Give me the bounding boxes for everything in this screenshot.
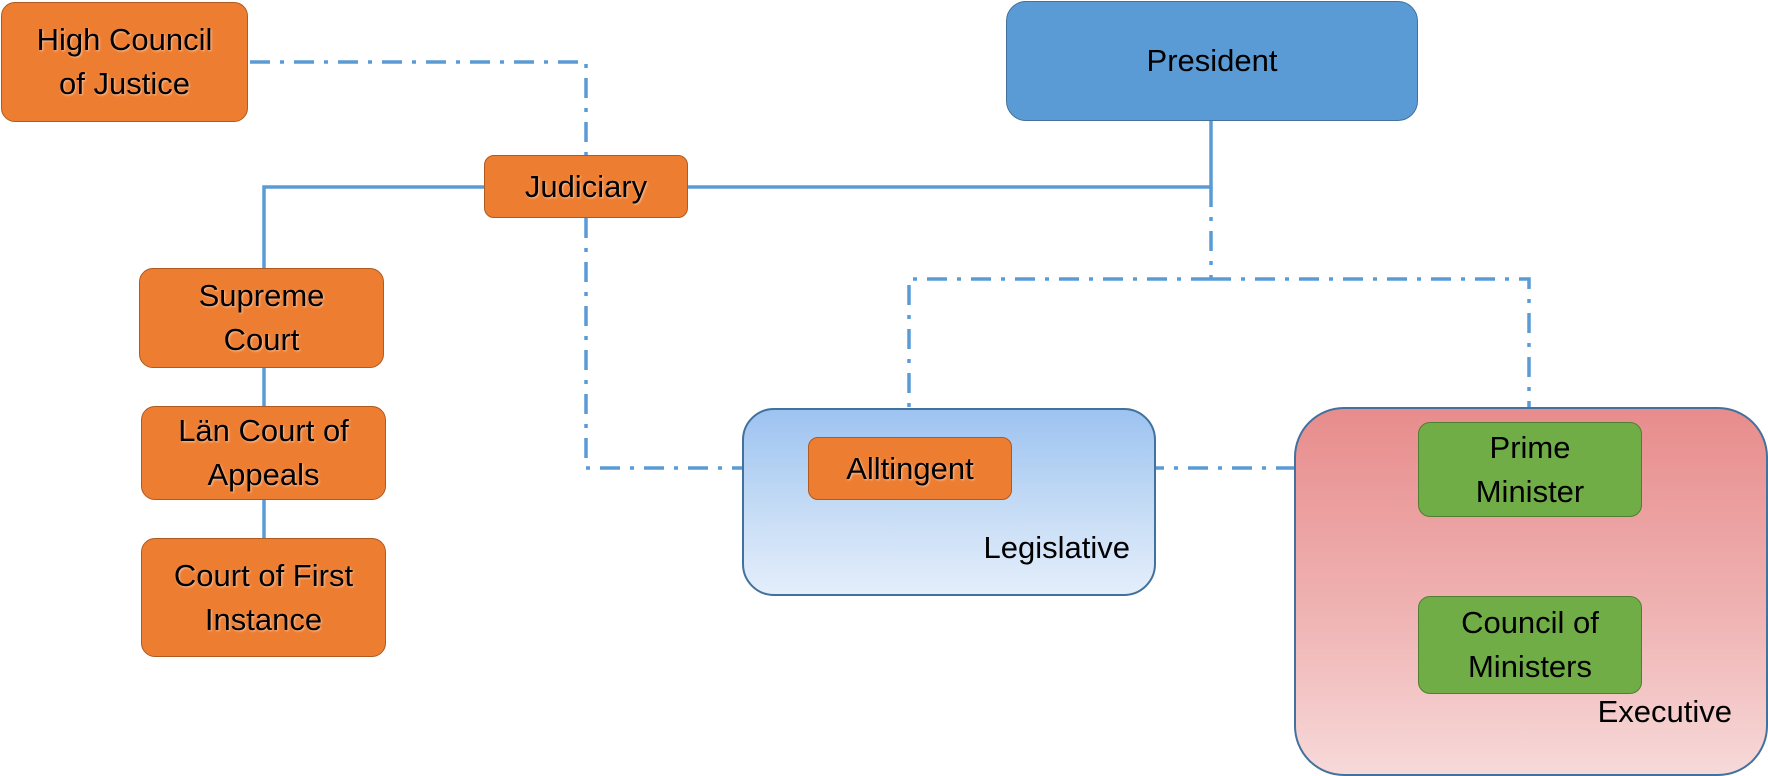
council-ministers-label-line-1: Council of — [1461, 605, 1599, 640]
high-council-label-line-1: High Council — [36, 22, 213, 57]
line-appoint-alltingent — [907, 277, 1211, 437]
supreme-court-node[interactable]: Supreme Court — [139, 268, 384, 368]
prime-minister-label-line-1: Prime — [1489, 429, 1571, 465]
supreme-court-label-line-2: Court — [223, 322, 300, 357]
line-judiciary-supreme-court — [262, 185, 484, 268]
court-of-first-instance-node[interactable]: Court of First Instance — [141, 538, 386, 657]
prime-minister-label-line-2: Minister — [1475, 473, 1585, 509]
lan-court-label-line-2: Appeals — [207, 457, 320, 492]
high-council-label-line-2: of Justice — [59, 66, 190, 101]
judiciary-label: Judiciary — [524, 168, 648, 204]
line-judiciary-alltingent — [584, 218, 808, 470]
supreme-court-label-line-1: Supreme — [198, 278, 325, 313]
lan-court-of-appeals-node[interactable]: Län Court of Appeals — [141, 406, 386, 500]
council-ministers-label-line-2: Ministers — [1467, 649, 1592, 684]
prime-minister-node[interactable]: Prime Minister — [1418, 422, 1642, 517]
executive-label: Executive — [1597, 694, 1732, 729]
legislative-label: Legislative — [983, 530, 1130, 565]
council-of-ministers-node[interactable]: Council of Ministers — [1418, 596, 1642, 694]
first-instance-label-line-1: Court of First — [173, 557, 354, 593]
first-instance-label-line-2: Instance — [204, 601, 323, 637]
lan-court-label-line-1: Län Court of — [178, 413, 349, 448]
alltingent-node[interactable]: Alltingent — [808, 437, 1012, 500]
high-council-of-justice-node[interactable]: High Council of Justice — [1, 2, 248, 122]
president-node[interactable]: President — [1006, 1, 1418, 121]
judiciary-node[interactable]: Judiciary — [484, 155, 688, 218]
line-president-judiciary — [688, 120, 1213, 189]
president-label: President — [1146, 43, 1278, 78]
alltingent-label: Alltingent — [846, 450, 974, 486]
line-appoint-prime-minister — [1211, 277, 1531, 422]
line-high-council-judiciary — [250, 60, 588, 155]
